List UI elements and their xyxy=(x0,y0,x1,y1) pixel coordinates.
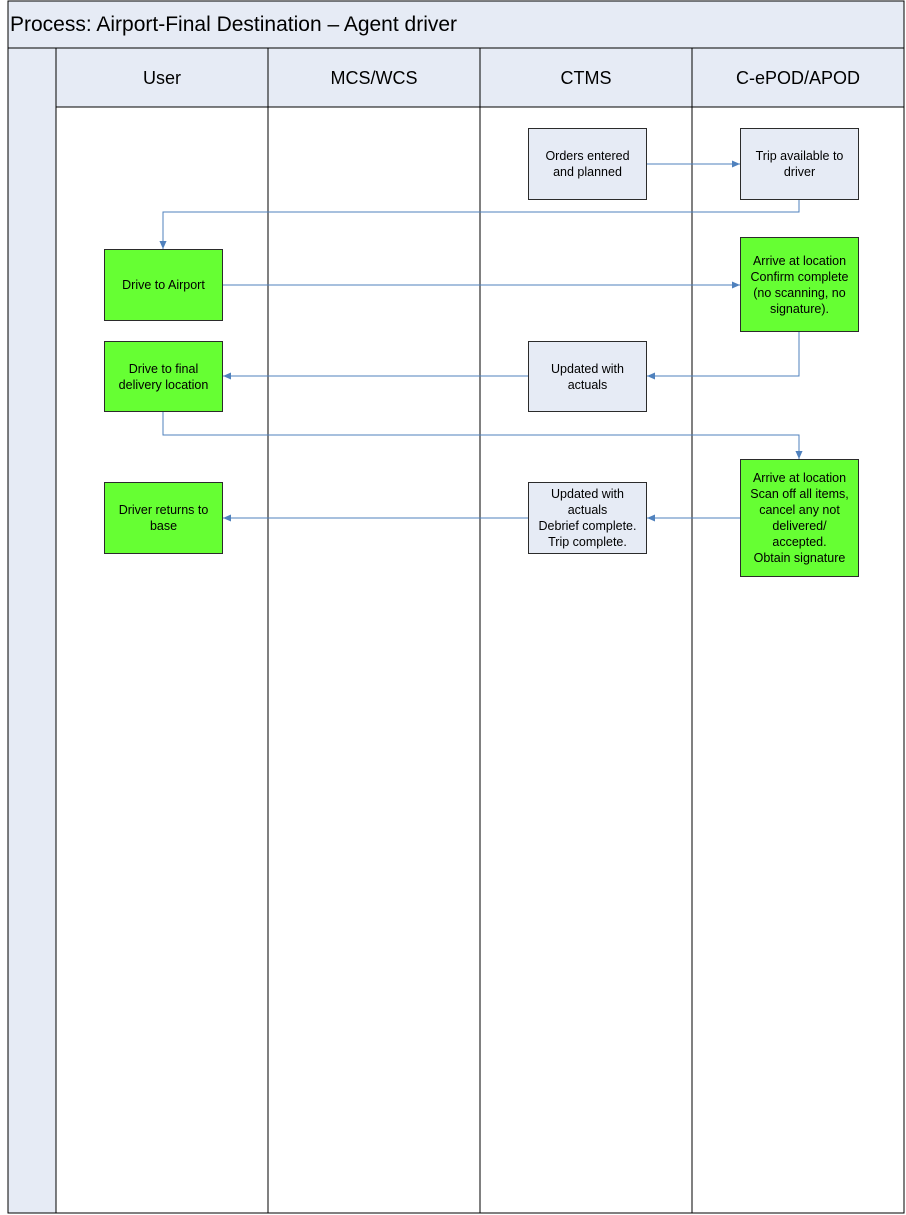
node-orders-entered: Orders entered and planned xyxy=(528,128,647,200)
node-drive-to-final: Drive to final delivery location xyxy=(104,341,223,412)
node-updated-actuals-2: Updated with actuals Debrief complete. T… xyxy=(528,482,647,554)
node-arrive-confirm: Arrive at location Confirm complete (no … xyxy=(740,237,859,332)
lane-header-user: User xyxy=(142,67,181,88)
node-updated-actuals-1: Updated with actuals xyxy=(528,341,647,412)
pool-label-strip xyxy=(7,47,57,1214)
lane-header-c-epod-apod: C-ePOD/APOD xyxy=(735,67,861,88)
node-drive-to-airport: Drive to Airport xyxy=(104,249,223,321)
title-band xyxy=(7,0,905,49)
node-trip-available: Trip available to driver xyxy=(740,128,859,200)
connector-trip-to-drive-airport xyxy=(159,199,800,249)
lane-header-ctms: CTMS xyxy=(560,67,612,88)
lane-header-mcs-wcs: MCS/WCS xyxy=(330,67,418,88)
connector-drive-final-to-arrive-scan xyxy=(162,411,803,459)
connectors xyxy=(159,160,803,522)
connector-arrive-to-updated xyxy=(647,331,800,380)
node-arrive-scan: Arrive at location Scan off all items, c… xyxy=(740,459,859,577)
node-driver-returns: Driver returns to base xyxy=(104,482,223,554)
diagram-title: Process: Airport-Final Destination – Age… xyxy=(10,12,458,36)
